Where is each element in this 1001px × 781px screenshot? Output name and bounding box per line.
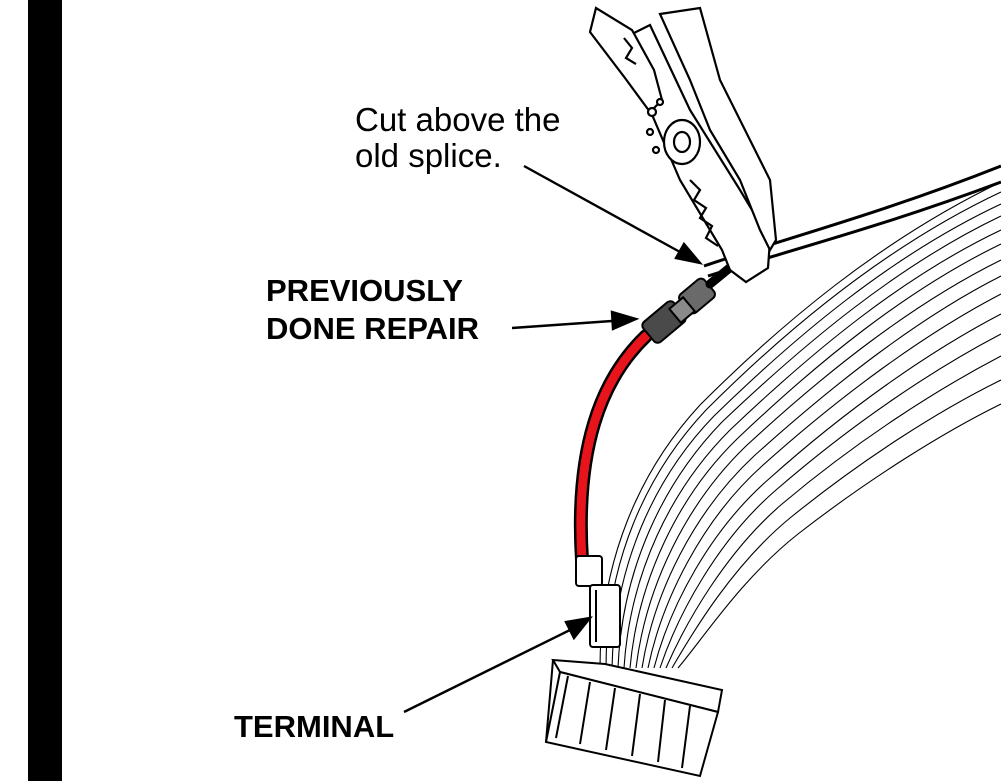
terminal-leader-line bbox=[403, 628, 571, 714]
terminal-pin bbox=[575, 555, 621, 648]
terminal-label: TERMINAL bbox=[234, 709, 395, 744]
cut-label-line2: old splice. bbox=[355, 137, 502, 174]
repair-label-line2: DONE REPAIR bbox=[266, 311, 480, 346]
cut-arrowhead bbox=[674, 241, 704, 265]
wire-harness bbox=[599, 181, 1001, 669]
leader-arrows bbox=[403, 164, 704, 714]
repair-wire bbox=[576, 331, 651, 565]
splice-tube bbox=[641, 277, 716, 344]
connector-block bbox=[544, 658, 724, 778]
splice-lead-wire bbox=[705, 261, 737, 289]
cut-leader-line bbox=[523, 164, 681, 254]
wire-cutter-icon bbox=[588, 6, 778, 284]
margin-bar bbox=[28, 0, 62, 781]
repair-label-line1: PREVIOUSLY bbox=[266, 273, 463, 308]
repair-leader-line bbox=[511, 319, 613, 330]
terminal-arrowhead bbox=[564, 616, 593, 641]
cut-label-line1: Cut above the bbox=[355, 101, 561, 138]
repair-arrowhead bbox=[610, 310, 640, 331]
